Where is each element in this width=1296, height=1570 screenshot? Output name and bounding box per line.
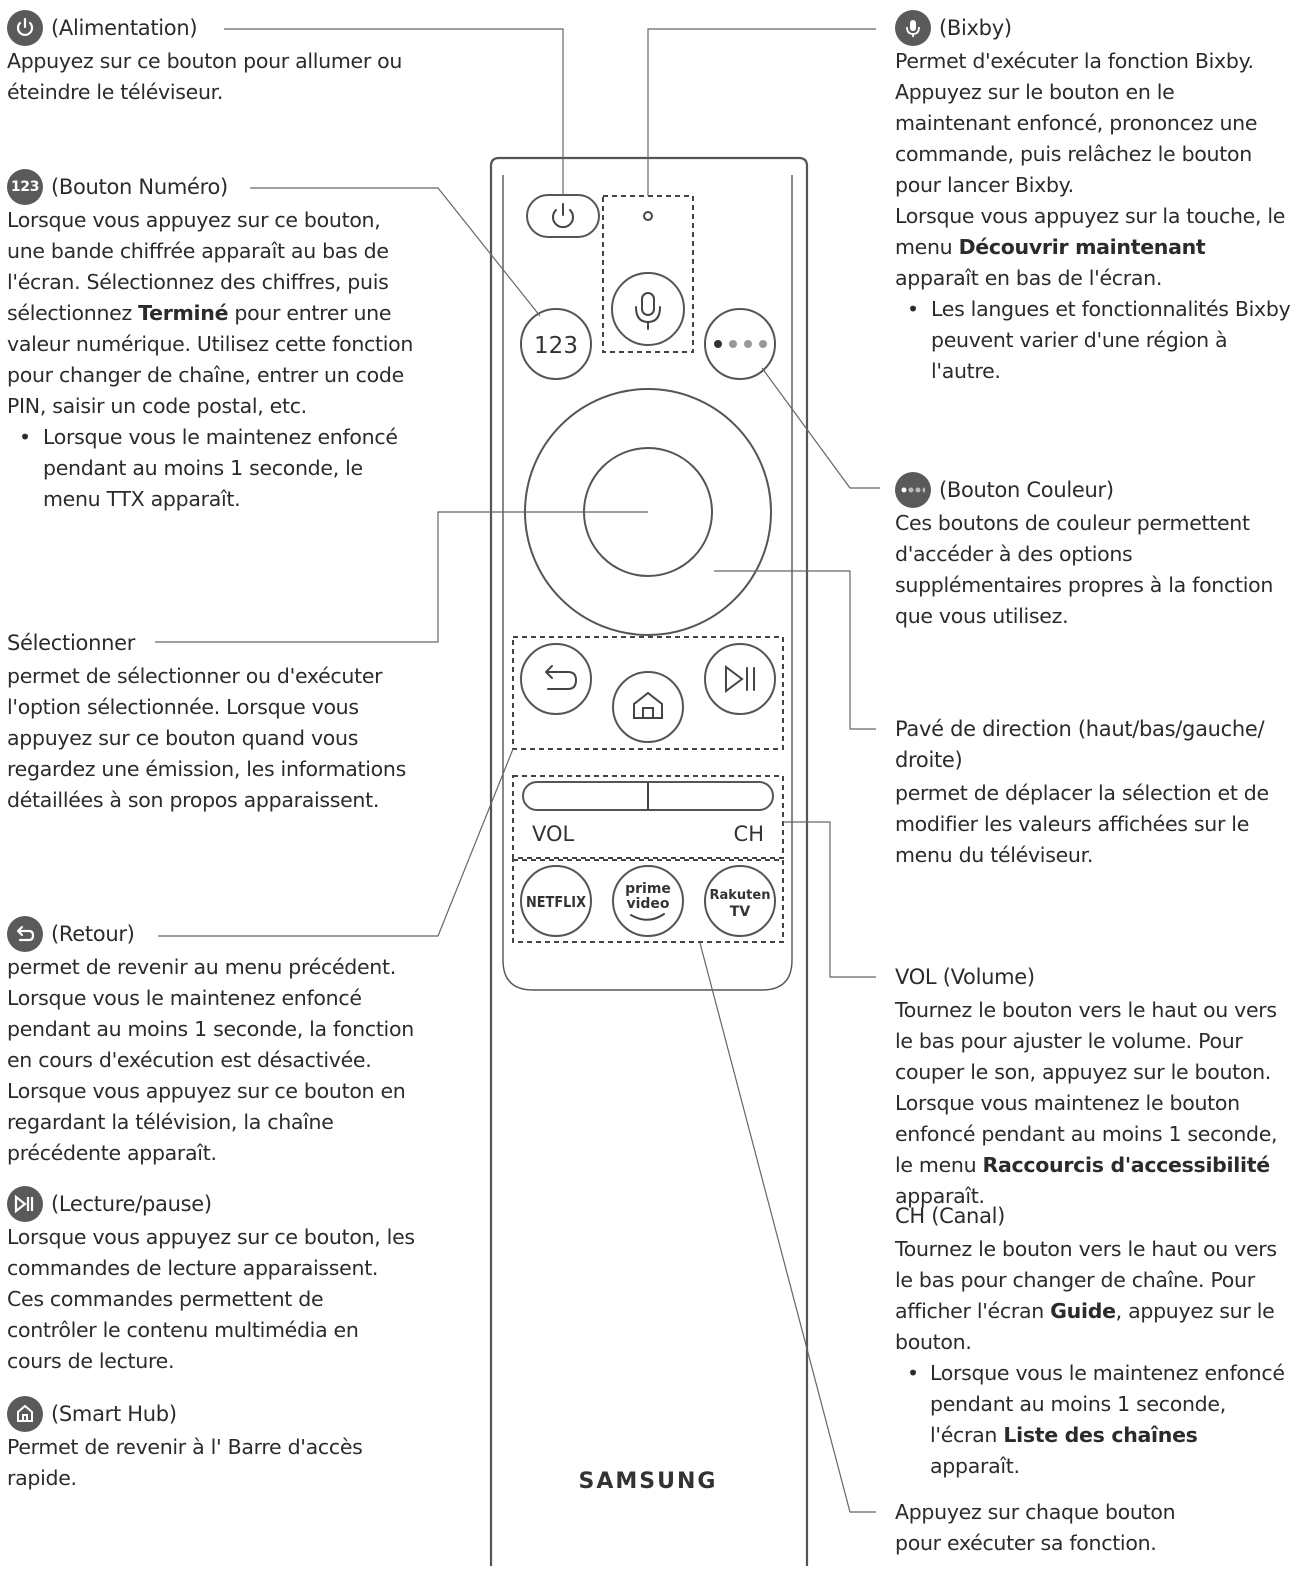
prime-label-line1: prime <box>625 881 671 897</box>
callout-number: 123 (Bouton Numéro) Lorsque vous appuyez… <box>7 169 417 515</box>
number-title: (Bouton Numéro) <box>51 174 228 199</box>
volume-description: Tournez le bouton vers le haut ou vers l… <box>895 998 1278 1208</box>
direction-description: permet de déplacer la sélection et de mo… <box>895 781 1269 867</box>
leader-bixby <box>647 28 876 196</box>
callout-power: (Alimentation) Appuyez sur ce bouton pou… <box>7 10 427 108</box>
callout-direction: Pavé de direction (haut/bas/gauche/ droi… <box>895 714 1293 871</box>
microphone-icon <box>895 10 931 46</box>
vol-ch-outline <box>512 775 784 859</box>
channel-bullet: Lorsque vous le maintenez enfoncé pendan… <box>895 1358 1293 1482</box>
color-button[interactable] <box>704 308 776 380</box>
app-buttons-outline <box>512 859 784 943</box>
select-description: permet de sélectionner ou d'exécuter l'o… <box>7 664 406 812</box>
number-button[interactable] <box>520 308 592 380</box>
home-icon <box>633 691 663 719</box>
netflix-button[interactable] <box>520 865 592 937</box>
play-pause-icon <box>7 1186 43 1222</box>
callout-back: (Retour) permet de revenir au menu précé… <box>7 916 417 1169</box>
prime-video-button[interactable] <box>612 865 684 937</box>
bixby-bullet: Les langues et fonctionnalités Bixby peu… <box>895 294 1293 387</box>
number-icon: 123 <box>7 169 43 205</box>
power-description: Appuyez sur ce bouton pour allumer ou ét… <box>7 49 403 104</box>
power-icon <box>7 10 43 46</box>
bixby-description: Permet d'exécuter la fonction Bixby. App… <box>895 49 1258 197</box>
playpause-description: Lorsque vous appuyez sur ce bouton, les … <box>7 1225 415 1373</box>
remote-upper-panel <box>502 175 793 991</box>
netflix-label: NETFLIX <box>526 893 586 911</box>
color-dots-icon <box>714 340 767 348</box>
nav-buttons-outline <box>512 636 784 750</box>
number-description: Lorsque vous appuyez sur ce bouton, une … <box>7 208 414 418</box>
callout-color: (Bouton Couleur) Ces boutons de couleur … <box>895 472 1293 632</box>
leader-select <box>155 511 648 643</box>
play-pause-button[interactable] <box>704 643 776 715</box>
play-pause-icon <box>725 665 755 693</box>
channel-description: Tournez le bouton vers le haut ou vers l… <box>895 1237 1277 1354</box>
volume-title: VOL (Volume) <box>895 964 1035 989</box>
number-bullet: Lorsque vous le maintenez enfoncé pendan… <box>7 422 417 515</box>
remote-body <box>489 156 809 1566</box>
rakuten-label-line1: Rakuten <box>710 888 771 903</box>
smarthub-description: Permet de revenir à l' Barre d'accès rap… <box>7 1435 363 1490</box>
rakuten-label-line2: TV <box>730 904 751 920</box>
samsung-logo: SAMSUNG <box>579 1469 718 1494</box>
back-icon <box>545 665 578 690</box>
leader-vol <box>783 821 876 978</box>
leader-power <box>224 28 564 196</box>
microphone-icon <box>635 292 661 330</box>
color-description: Ces boutons de couleur permettent d'accé… <box>895 511 1274 628</box>
leader-back <box>158 748 514 937</box>
callout-select: Sélectionner permet de sélectionner ou d… <box>7 625 417 816</box>
callout-channel: CH (Canal) Tournez le bouton vers le hau… <box>895 1198 1293 1482</box>
vol-label: VOL <box>532 822 575 846</box>
power-icon <box>552 203 574 229</box>
leader-direction <box>714 570 876 730</box>
back-button[interactable] <box>520 643 592 715</box>
smarthub-title: (Smart Hub) <box>51 1401 177 1426</box>
mic-hole <box>643 211 653 221</box>
channel-title: CH (Canal) <box>895 1203 1006 1228</box>
leader-apps <box>699 942 876 1513</box>
callout-bixby: (Bixby) Permet d'exécuter la fonction Bi… <box>895 10 1293 387</box>
prime-smile <box>630 913 665 921</box>
leader-color <box>761 367 880 489</box>
number-button-label: 123 <box>534 333 578 359</box>
back-title: (Retour) <box>51 921 135 946</box>
home-icon <box>7 1396 43 1432</box>
prime-label-line2: video <box>626 896 669 912</box>
back-icon <box>7 916 43 952</box>
playpause-title: (Lecture/pause) <box>51 1191 212 1216</box>
apps-description: Appuyez sur chaque bouton pour exécuter … <box>895 1500 1176 1555</box>
ch-label: CH <box>734 822 764 846</box>
power-title: (Alimentation) <box>51 15 198 40</box>
callout-volume: VOL (Volume) Tournez le bouton vers le h… <box>895 959 1293 1212</box>
callout-smarthub: (Smart Hub) Permet de revenir à l' Barre… <box>7 1396 417 1494</box>
back-description: permet de revenir au menu précédent. Lor… <box>7 955 414 1165</box>
callout-playpause: (Lecture/pause) Lorsque vous appuyez sur… <box>7 1186 417 1377</box>
direction-title: Pavé de direction (haut/bas/gauche/ droi… <box>895 717 1265 772</box>
callout-apps: Appuyez sur chaque bouton pour exécuter … <box>895 1497 1225 1559</box>
rakuten-tv-button[interactable] <box>704 865 776 937</box>
leader-number <box>250 187 541 317</box>
select-title: Sélectionner <box>7 630 136 655</box>
mic-button[interactable] <box>611 272 685 346</box>
color-title: (Bouton Couleur) <box>939 477 1114 502</box>
color-dots-icon <box>895 472 931 508</box>
bixby-description-2: Lorsque vous appuyez sur la touche, le m… <box>895 204 1286 290</box>
bixby-title: (Bixby) <box>939 15 1012 40</box>
